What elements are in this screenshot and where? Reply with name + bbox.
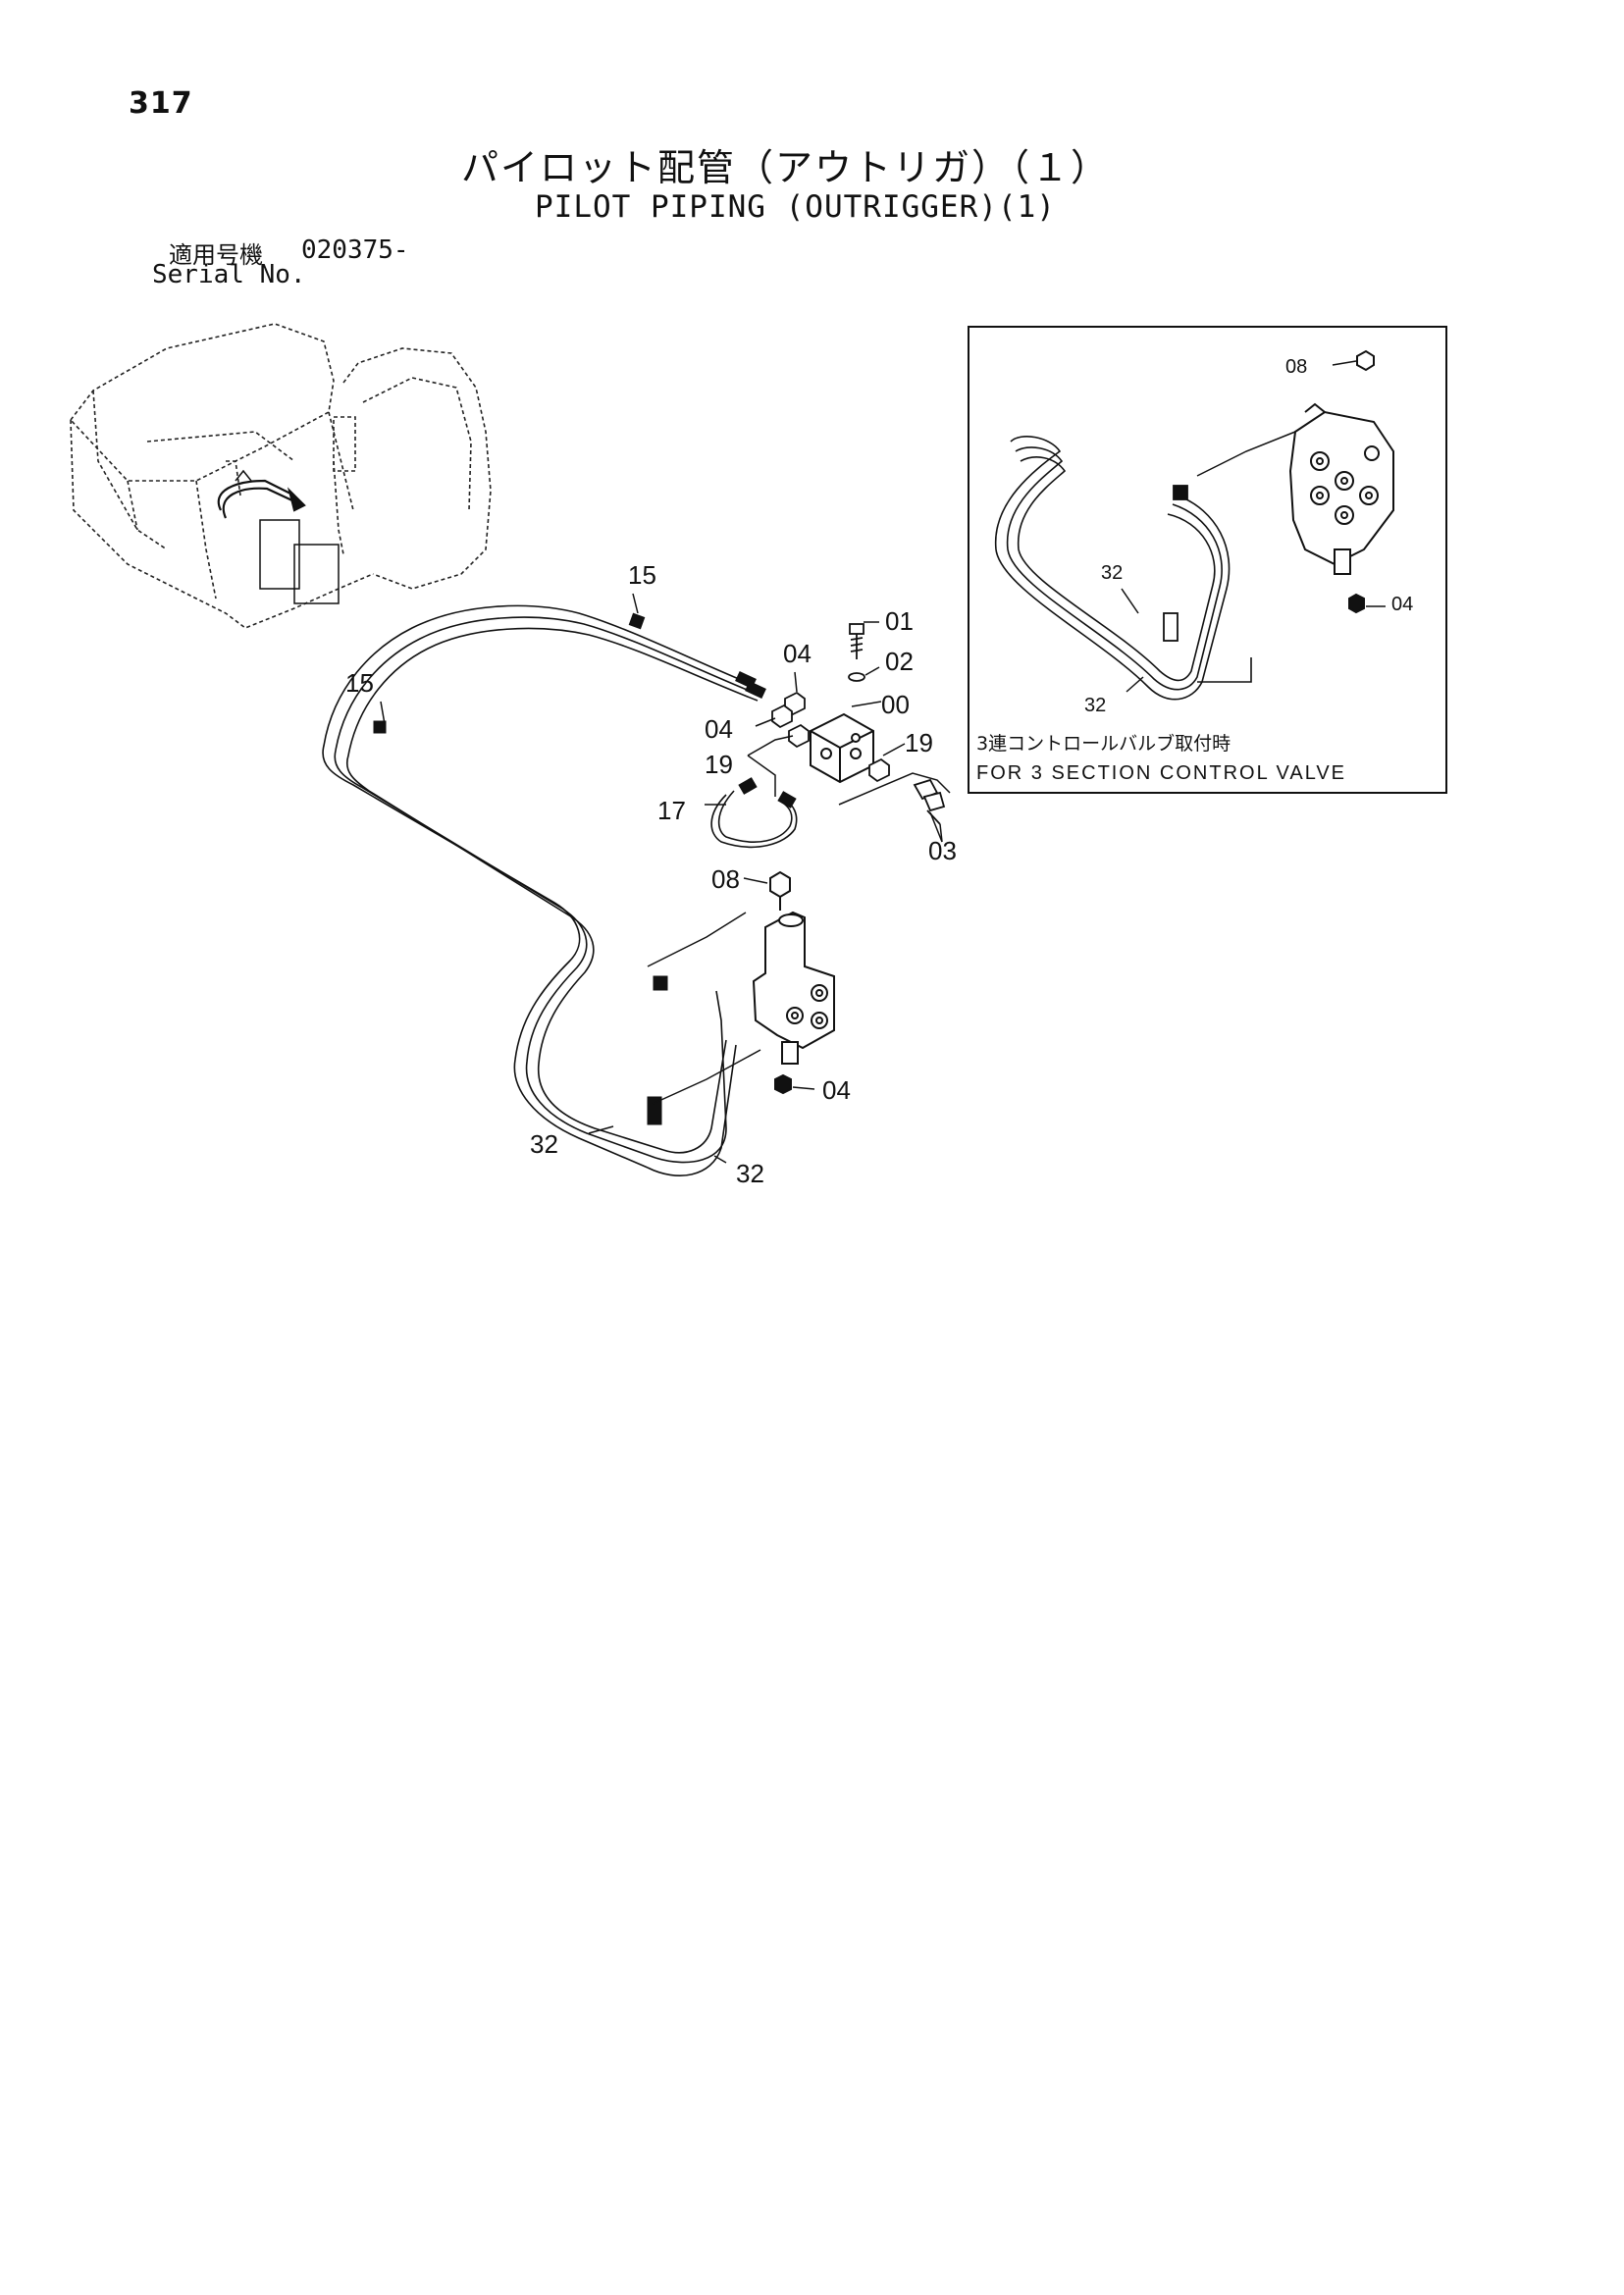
hose-17 (710, 777, 798, 849)
label-19-right: 19 (905, 728, 933, 757)
excavator-overview-illustration (69, 323, 492, 629)
label-04-upper: 04 (783, 639, 812, 668)
washer-02 (848, 672, 865, 682)
inset-three-section-valve: 08 04 32 32 3連コントロールバルブ取付時 FOR 3 SECTION… (968, 326, 1447, 794)
label-17: 17 (657, 796, 686, 825)
label-04-lower: 04 (822, 1075, 851, 1105)
label-04-middle: 04 (705, 714, 733, 744)
label-02: 02 (885, 647, 914, 676)
inset-caption-english: FOR 3 SECTION CONTROL VALVE (976, 762, 1346, 784)
label-19-left: 19 (705, 750, 733, 779)
elbow-fittings-03 (913, 778, 946, 825)
label-15-top: 15 (628, 560, 656, 590)
inset-label-08: 08 (1285, 356, 1307, 378)
control-valve (752, 870, 835, 1095)
part-labels: 15 15 01 02 00 04 04 19 19 17 03 08 04 3… (345, 560, 957, 1188)
main-pilot-hoses (322, 604, 759, 1176)
inset-label-04: 04 (1391, 594, 1413, 615)
label-32-left: 32 (530, 1129, 558, 1159)
hose-fittings (373, 612, 766, 1125)
label-01: 01 (885, 606, 914, 636)
label-00: 00 (881, 690, 910, 719)
label-08: 08 (711, 864, 740, 894)
label-32-right: 32 (736, 1159, 764, 1188)
junction-block (810, 712, 874, 784)
page-title-english: PILOT PIPING (OUTRIGGER)(1) (535, 189, 1056, 225)
excavator-pilot-highlight (217, 469, 340, 604)
fittings-04-19 (771, 691, 890, 783)
page-title-japanese: パイロット配管（アウトリガ）（１） (461, 146, 1111, 189)
page-number: 317 (129, 86, 193, 121)
serial-label-english: Serial No. (152, 260, 306, 289)
inset-label-32-lower: 32 (1084, 695, 1106, 716)
label-03: 03 (928, 836, 957, 865)
bolt-01 (849, 623, 864, 659)
leader-lines (380, 593, 951, 843)
inset-caption-japanese: 3連コントロールバルブ取付時 (976, 732, 1231, 755)
serial-label-japanese: 適用号機 (169, 241, 263, 269)
inset-label-32-upper: 32 (1101, 562, 1123, 584)
serial-number-value: 020375- (301, 235, 409, 265)
label-15-left: 15 (345, 668, 374, 698)
valve-leader-lines (588, 877, 815, 1164)
